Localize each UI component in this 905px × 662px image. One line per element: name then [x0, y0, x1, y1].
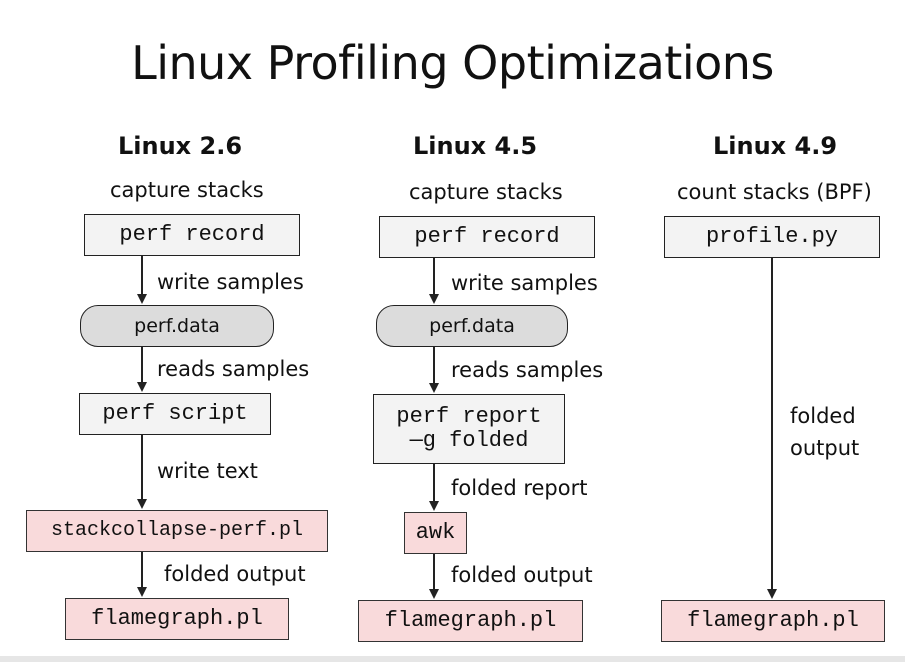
box-perf-record: perf record — [379, 216, 595, 258]
box-perf-script: perf script — [79, 393, 271, 435]
edge-label-folded-output: folded output — [451, 563, 593, 587]
box-profile-py: profile.py — [664, 216, 880, 258]
label-count-stacks-bpf: count stacks (BPF) — [677, 180, 872, 204]
edge-label-output: output — [790, 436, 860, 460]
edge-label-folded-report: folded report — [451, 476, 588, 500]
bottom-edge-strip — [0, 656, 905, 662]
edge-label-reads-samples: reads samples — [157, 357, 310, 381]
box-perf-record: perf record — [84, 214, 300, 256]
diagram-title: Linux Profiling Optimizations — [131, 36, 774, 90]
edge-label-write-samples: write samples — [451, 271, 598, 295]
box-stackcollapse-perf: stackcollapse-perf.pl — [26, 510, 328, 552]
edge-label-folded: folded — [790, 404, 856, 428]
box-flamegraph: flamegraph.pl — [358, 600, 583, 642]
box-flamegraph: flamegraph.pl — [65, 598, 289, 640]
label-capture-stacks: capture stacks — [409, 180, 563, 204]
edge-label-reads-samples: reads samples — [451, 358, 604, 382]
box-perf-data: perf.data — [376, 305, 568, 347]
edge-label-write-samples: write samples — [157, 270, 304, 294]
box-flamegraph: flamegraph.pl — [661, 600, 885, 642]
box-awk: awk — [404, 512, 467, 554]
edge-label-write-text: write text — [157, 459, 258, 483]
box-line-g-folded: —g folded — [409, 428, 529, 453]
label-capture-stacks: capture stacks — [110, 178, 264, 202]
column-heading-linux-2-6: Linux 2.6 — [117, 132, 243, 160]
column-heading-linux-4-9: Linux 4.9 — [712, 132, 838, 160]
column-heading-linux-4-5: Linux 4.5 — [412, 132, 538, 160]
edge-label-folded-output: folded output — [164, 562, 306, 586]
box-line-perf-report: perf report — [396, 404, 542, 429]
box-perf-data: perf.data — [80, 305, 274, 347]
box-perf-report-folded: perf report —g folded — [373, 394, 565, 464]
